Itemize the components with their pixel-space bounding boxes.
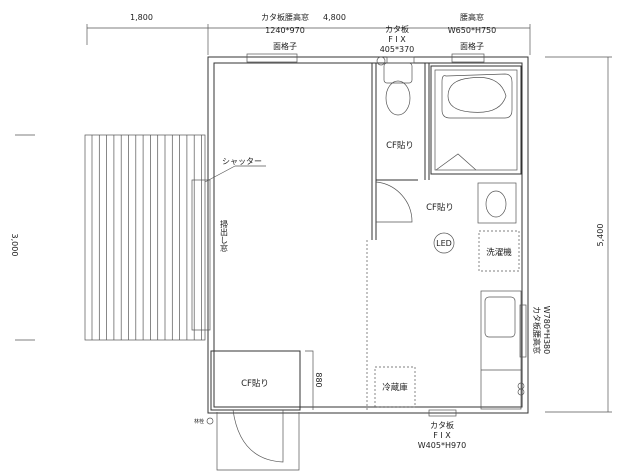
kitchen-window xyxy=(519,304,527,358)
pipe-icon xyxy=(376,56,386,66)
top-window-title: カタ板腰高窓 xyxy=(261,12,309,22)
led-label: LED xyxy=(436,239,452,248)
washing-machine-label: 洗濯機 xyxy=(486,247,512,258)
bottom-window-line1: カタ板 xyxy=(430,420,454,430)
shutter-label: シャッター xyxy=(222,157,262,166)
outer-walls xyxy=(207,56,529,414)
washroom-floor-label: CF貼り xyxy=(426,202,454,213)
toilet-tank xyxy=(383,62,413,84)
toilet-bowl xyxy=(385,80,411,116)
kitchen-window-size: W780*H380 xyxy=(542,306,551,354)
dim-right: 5,400 xyxy=(596,224,605,247)
entry-door xyxy=(232,409,284,463)
dim-left: 3,000 xyxy=(10,234,19,257)
kitchen-window-title: カタ板腰高窓 xyxy=(532,306,542,354)
bath-window-grille: 面格子 xyxy=(460,41,484,51)
toilet-window xyxy=(386,56,415,64)
toilet-window-line1: カタ板 xyxy=(385,24,409,34)
deck xyxy=(84,134,206,341)
faucet-label: 林栓 xyxy=(194,418,204,425)
led-light-icon xyxy=(433,232,455,254)
toilet-floor-label: CF貼り xyxy=(386,140,414,151)
dimension-lines xyxy=(15,24,612,413)
sink-bowl xyxy=(485,190,507,218)
bath-window xyxy=(451,53,485,63)
dim-top-right: 4,800 xyxy=(323,13,346,22)
top-window-grille: 面格子 xyxy=(273,41,297,51)
bath-window-title: 腰高窓 xyxy=(460,12,484,22)
toilet-door xyxy=(375,181,413,223)
top-window-size: 1240*970 xyxy=(265,26,305,35)
bathroom xyxy=(430,65,522,175)
washbasin xyxy=(477,182,517,224)
bathtub xyxy=(441,73,513,119)
faucet-icon xyxy=(206,417,214,425)
fridge-label: 冷蔵庫 xyxy=(382,382,408,393)
toilet-window-size: 405*370 xyxy=(380,45,415,54)
sweep-window xyxy=(191,179,211,331)
bath-window-size: W650*H750 xyxy=(448,26,496,35)
bottom-window xyxy=(428,409,457,417)
bottom-window-size: W405*H970 xyxy=(418,441,466,450)
top-window xyxy=(246,53,298,63)
fridge-area xyxy=(374,366,416,408)
kitchen-sink xyxy=(484,296,516,338)
toilet-room xyxy=(371,56,430,240)
kitchen-counter xyxy=(480,290,527,410)
entry-floor-label: CF貼り xyxy=(241,378,269,389)
entry-depth-dim: 880 xyxy=(314,372,323,387)
deck-outline xyxy=(84,134,206,341)
dim-top-left: 1,800 xyxy=(130,13,153,22)
toilet-window-line2: F I X xyxy=(388,35,406,44)
entry-area xyxy=(210,350,301,411)
washing-machine-area xyxy=(478,230,520,272)
sweep-window-label: 掃出し窓 xyxy=(220,219,229,252)
bottom-window-line2: F I X xyxy=(433,431,451,440)
